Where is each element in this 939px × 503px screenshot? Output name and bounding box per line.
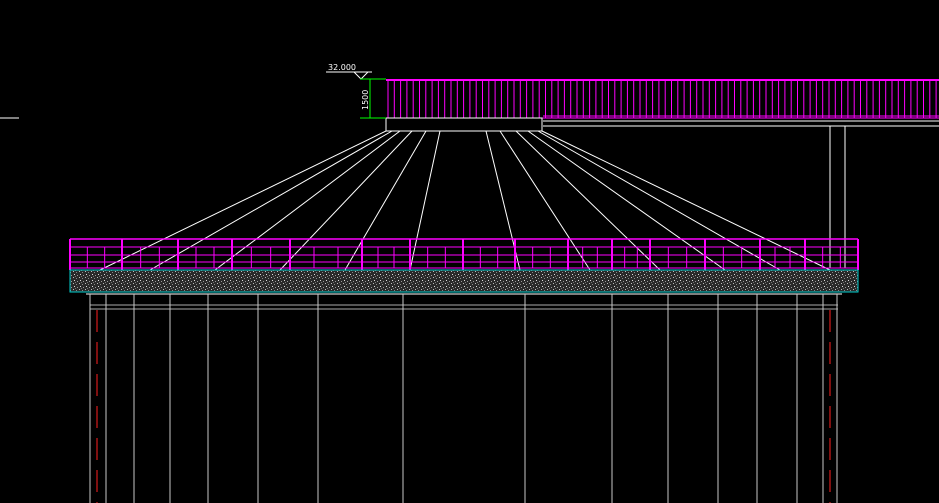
support-column[interactable] (829, 126, 846, 268)
tank-wall-columns (89, 294, 838, 503)
radial-cable-lines (99, 130, 831, 271)
dimension-1500[interactable]: 1500 (360, 78, 386, 119)
cable-line (279, 130, 413, 271)
cable-line (515, 130, 661, 271)
cable-line (344, 130, 427, 271)
cable-line (537, 130, 781, 271)
elevation-marker[interactable]: 32.000 (326, 63, 372, 80)
cable-line (541, 130, 831, 271)
cable-line (527, 130, 726, 271)
walkway-beam[interactable] (543, 120, 939, 127)
centerlines (96, 310, 831, 503)
upper-walkway-railing[interactable] (386, 79, 939, 119)
cable-line (499, 130, 591, 271)
elevation-label: 32.000 (328, 63, 356, 72)
deck-slab[interactable] (69, 269, 859, 310)
cable-line (409, 130, 441, 271)
hub-platform[interactable] (385, 117, 543, 132)
dimension-label: 1500 (361, 90, 370, 110)
lower-deck-railing[interactable] (69, 238, 859, 270)
